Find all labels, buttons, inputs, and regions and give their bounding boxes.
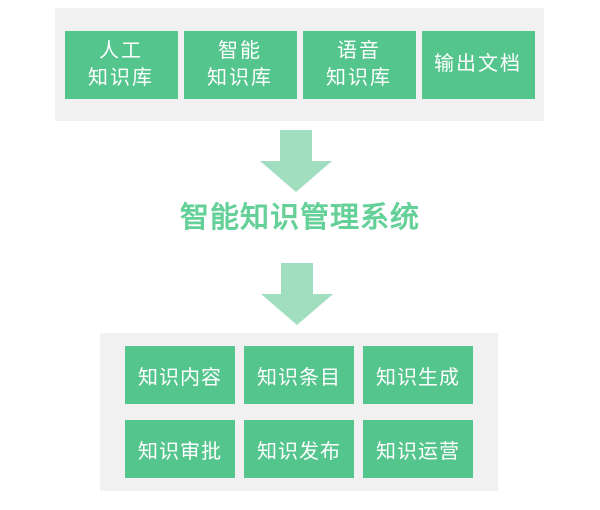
module-box-knowledge-publish-label: 知识发布	[257, 440, 341, 463]
source-box-smart-kb: 智能 知识库	[183, 30, 297, 99]
source-box-manual-kb: 人工 知识库	[64, 30, 178, 99]
arrow-down-icon	[261, 263, 333, 325]
module-box-knowledge-approval: 知识审批	[125, 420, 235, 478]
module-box-knowledge-entry: 知识条目	[244, 346, 354, 404]
module-box-knowledge-generation: 知识生成	[363, 346, 473, 404]
source-box-output-doc: 输出文档	[421, 30, 535, 99]
module-box-knowledge-publish: 知识发布	[244, 420, 354, 478]
arrow-down-icon	[260, 130, 332, 192]
module-box-knowledge-operation: 知识运营	[363, 420, 473, 478]
source-box-voice-kb: 语音 知识库	[302, 30, 416, 99]
sources-panel: 人工 知识库 智能 知识库 语音 知识库 输出文档	[55, 8, 544, 121]
module-box-knowledge-entry-label: 知识条目	[257, 366, 341, 389]
system-title: 智能知识管理系统	[179, 202, 420, 234]
modules-panel: 知识内容 知识条目 知识生成 知识审批 知识发布 知识运营	[100, 333, 498, 491]
module-box-knowledge-operation-label: 知识运营	[376, 440, 460, 463]
arrow-down-shape	[261, 263, 333, 325]
arrow-down-shape	[260, 130, 332, 192]
source-box-voice-kb-label: 语音 知识库	[326, 39, 392, 89]
module-box-knowledge-approval-label: 知识审批	[138, 440, 222, 463]
source-box-output-doc-label: 输出文档	[434, 53, 522, 75]
module-box-knowledge-content: 知识内容	[125, 346, 235, 404]
source-box-manual-kb-label: 人工 知识库	[88, 39, 154, 89]
source-box-smart-kb-label: 智能 知识库	[207, 39, 273, 89]
module-box-knowledge-content-label: 知识内容	[138, 366, 222, 389]
module-box-knowledge-generation-label: 知识生成	[376, 366, 460, 389]
